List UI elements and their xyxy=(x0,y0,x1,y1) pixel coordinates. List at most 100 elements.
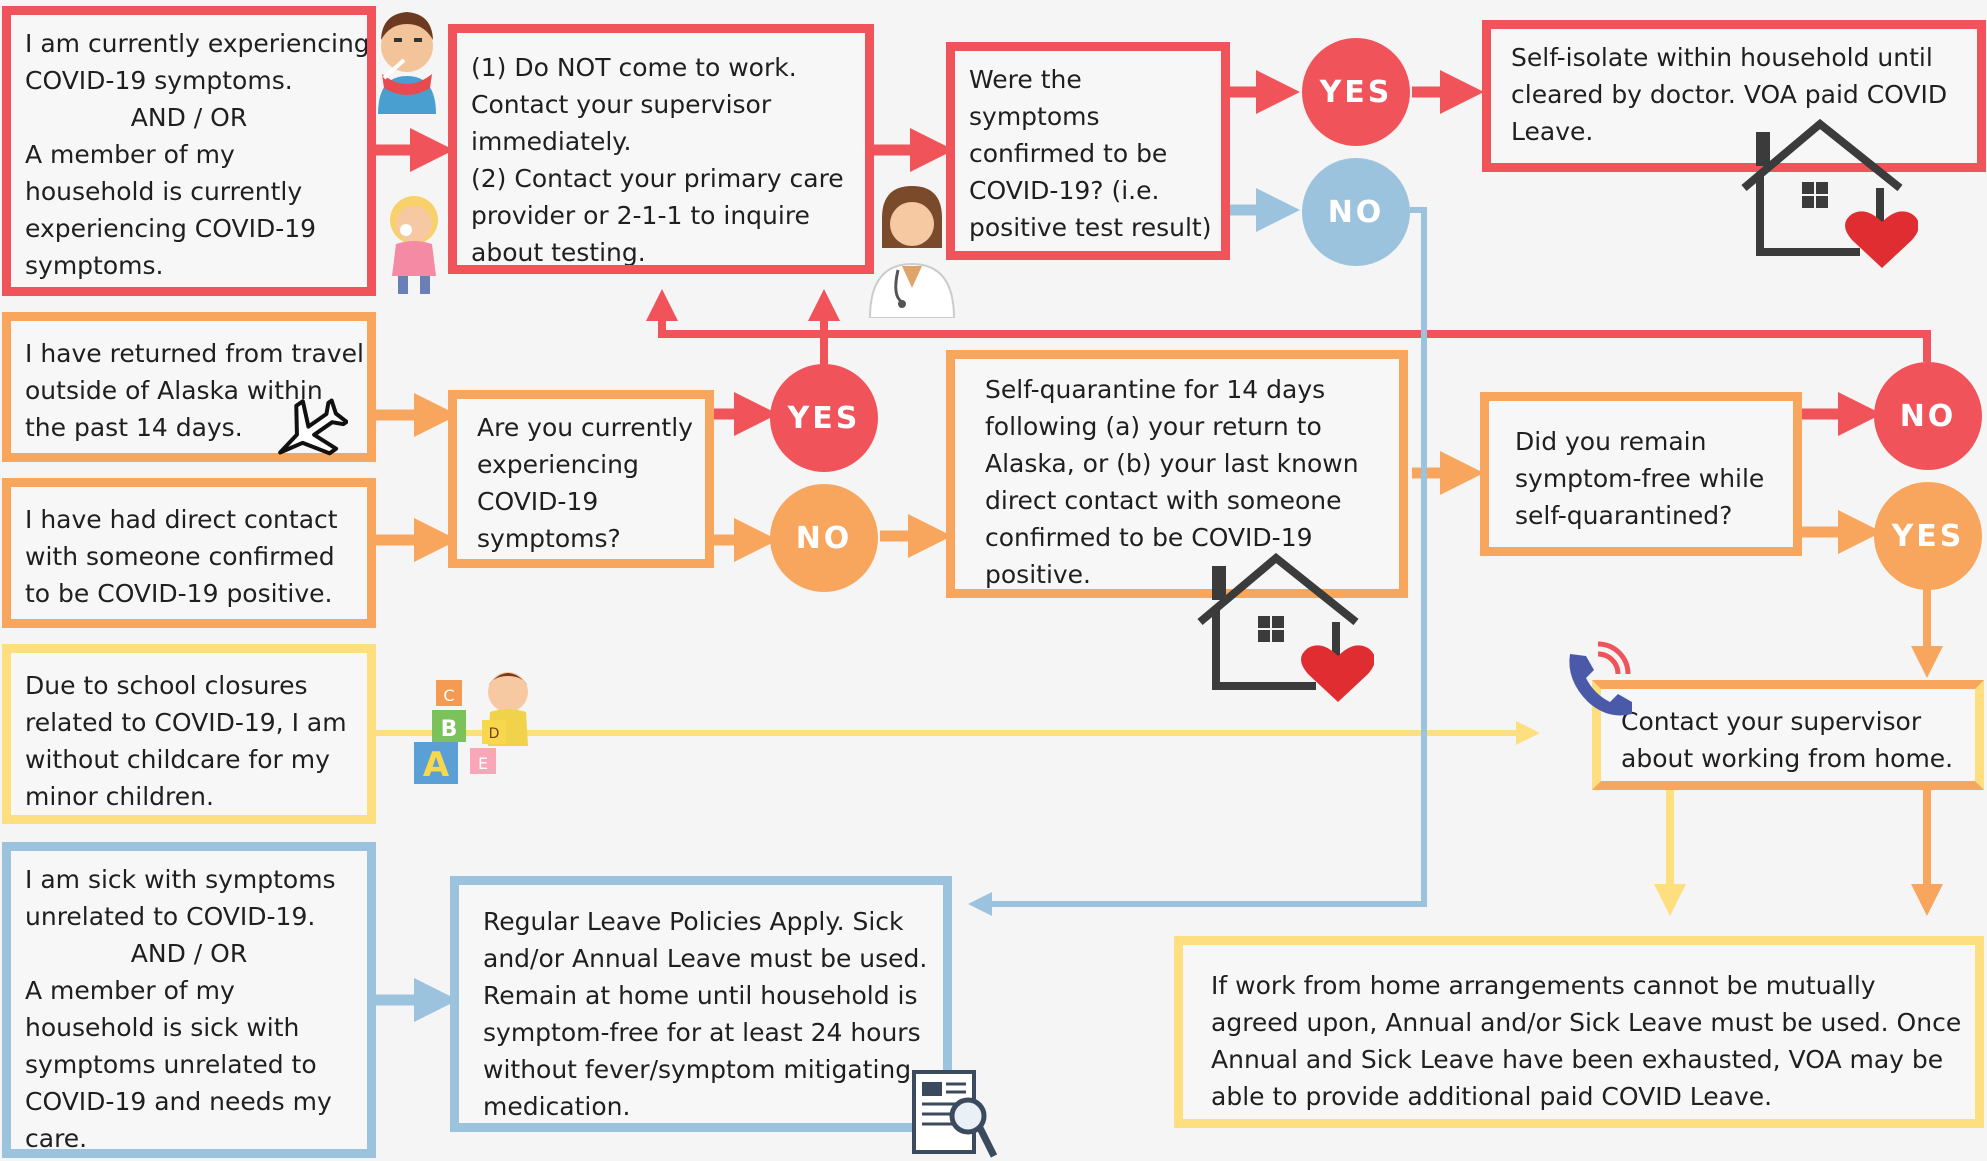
instructions-box: (1) Do NOT come to work. Contact your su… xyxy=(448,24,874,274)
experiencing-question-box: Are you currently experiencing COVID-19 … xyxy=(448,390,714,568)
regular-leave-box: Regular Leave Policies Apply. Sick and/o… xyxy=(450,876,952,1132)
noagree-text-3: Annual and Sick Leave have been exhauste… xyxy=(1211,1045,1944,1074)
symptomfree-text-1: Did you remain xyxy=(1515,427,1707,456)
experiencing-text-1: Are you currently xyxy=(477,413,693,442)
confirmed-text-5: positive test result) xyxy=(969,213,1212,242)
confirmed-yes-label: YES xyxy=(1319,74,1393,110)
wfh-text-2: about working from home. xyxy=(1621,744,1954,773)
confirmed-yes-circle: YES xyxy=(1302,38,1410,146)
experiencing-yes-circle: YES xyxy=(770,364,878,472)
confirmed-question-box: Were the symptoms confirmed to be COVID-… xyxy=(946,42,1230,260)
experiencing-text-3: COVID-19 xyxy=(477,487,599,516)
symptomfree-no-label: NO xyxy=(1899,398,1957,434)
work-from-home-box: Contact your supervisor about working fr… xyxy=(1592,680,1984,790)
self-isolate-box: Self-isolate within household until clea… xyxy=(1482,20,1986,172)
symptoms-text-4: A member of my xyxy=(25,140,235,169)
symptom-free-question-box: Did you remain symptom-free while self-q… xyxy=(1480,392,1802,556)
sick-text-1: I am sick with symptoms xyxy=(25,865,336,894)
loop-back-line xyxy=(646,289,1931,362)
experiencing-no-label: NO xyxy=(795,520,853,556)
regular-text-1: Regular Leave Policies Apply. Sick xyxy=(483,907,904,936)
quarantine-text-3: Alaska, or (b) your last known xyxy=(985,449,1359,478)
symptoms-and-or: AND / OR xyxy=(130,103,248,132)
contact-box: I have had direct contact with someone c… xyxy=(2,478,376,628)
instructions-text-4: (2) Contact your primary care xyxy=(471,164,844,193)
sick-man-icon xyxy=(378,12,436,114)
instructions-text-5: provider or 2-1-1 to inquire xyxy=(471,201,810,230)
travel-text-1: I have returned from travel xyxy=(25,339,364,368)
block-letter-c: C xyxy=(443,686,454,705)
experiencing-text-4: symptoms? xyxy=(477,524,621,553)
symptoms-text-2: COVID-19 symptoms. xyxy=(25,66,293,95)
symptoms-text-5: household is currently xyxy=(25,177,303,206)
symptoms-text-1: I am currently experiencing xyxy=(25,29,370,58)
quarantine-text-4: direct contact with someone xyxy=(985,486,1342,515)
airplane-icon xyxy=(278,398,348,456)
no-agreement-box: If work from home arrangements cannot be… xyxy=(1174,936,1984,1128)
instructions-text-3: immediately. xyxy=(471,127,632,156)
symptoms-text-7: symptoms. xyxy=(25,251,164,280)
arrow-no-down-to-regular-leave xyxy=(968,207,1427,916)
confirmed-text-2: symptoms xyxy=(969,102,1100,131)
instructions-text-6: about testing. xyxy=(471,238,646,267)
experiencing-text-2: experiencing xyxy=(477,450,639,479)
confirmed-text-4: COVID-19? (i.e. xyxy=(969,176,1160,205)
school-text-2: related to COVID-19, I am xyxy=(25,708,347,737)
experiencing-no-circle: NO xyxy=(770,484,878,592)
block-letter-e: E xyxy=(478,754,488,773)
contact-text-2: with someone confirmed xyxy=(25,542,335,571)
quarantine-box: Self-quarantine for 14 days following (a… xyxy=(946,350,1408,598)
block-letter-d: D xyxy=(489,726,500,742)
isolate-text-3: Leave. xyxy=(1511,117,1594,146)
sick-text-6: symptoms unrelated to xyxy=(25,1050,317,1079)
isolate-text-2: cleared by doctor. VOA paid COVID xyxy=(1511,80,1948,109)
school-text-1: Due to school closures xyxy=(25,671,308,700)
symptoms-box: I am currently experiencing COVID-19 sym… xyxy=(2,6,376,296)
noagree-text-2: agreed upon, Annual and/or Sick Leave mu… xyxy=(1211,1008,1962,1037)
regular-text-4: symptom-free for at least 24 hours xyxy=(483,1018,921,1047)
travel-text-3: the past 14 days. xyxy=(25,413,243,442)
symptomfree-no-circle: NO xyxy=(1874,362,1982,470)
school-box: Due to school closures related to COVID-… xyxy=(2,644,376,824)
isolate-text-1: Self-isolate within household until xyxy=(1511,43,1933,72)
confirmed-no-circle: NO xyxy=(1302,158,1410,266)
house-heart-icon-middle xyxy=(1197,552,1374,702)
regular-text-2: and/or Annual Leave must be used. xyxy=(483,944,928,973)
confirmed-no-label: NO xyxy=(1327,194,1385,230)
block-letter-b: B xyxy=(441,717,458,742)
quarantine-text-1: Self-quarantine for 14 days xyxy=(985,375,1326,404)
sick-text-2: unrelated to COVID-19. xyxy=(25,902,316,931)
noagree-text-1: If work from home arrangements cannot be… xyxy=(1211,971,1876,1000)
quarantine-text-2: following (a) your return to xyxy=(985,412,1322,441)
block-letter-a: A xyxy=(423,745,450,785)
school-text-4: minor children. xyxy=(25,782,214,811)
contact-text-3: to be COVID-19 positive. xyxy=(25,579,333,608)
sick-text-7: COVID-19 and needs my xyxy=(25,1087,332,1116)
regular-text-5: without fever/symptom mitigating xyxy=(483,1055,912,1084)
instructions-text-1: (1) Do NOT come to work. xyxy=(471,53,797,82)
travel-text-2: outside of Alaska within xyxy=(25,376,323,405)
regular-text-3: Remain at home until household is xyxy=(483,981,918,1010)
symptomfree-text-2: symptom-free while xyxy=(1515,464,1765,493)
confirmed-text-1: Were the xyxy=(969,65,1082,94)
symptomfree-yes-circle: YES xyxy=(1874,482,1982,590)
school-text-3: without childcare for my xyxy=(25,745,330,774)
symptoms-text-6: experiencing COVID-19 xyxy=(25,214,317,243)
sick-text-8: care. xyxy=(25,1124,88,1153)
sick-text-4: A member of my xyxy=(25,976,235,1005)
sick-and-or: AND / OR xyxy=(130,939,248,968)
kid-abc-blocks-icon: A B C D E xyxy=(414,672,528,785)
house-heart-icon-top xyxy=(1741,118,1918,268)
sick-text-5: household is sick with xyxy=(25,1013,300,1042)
document-magnifier-icon xyxy=(912,1070,998,1158)
experiencing-yes-label: YES xyxy=(787,400,861,436)
symptomfree-yes-label: YES xyxy=(1891,518,1965,554)
contact-text-1: I have had direct contact xyxy=(25,505,338,534)
noagree-text-4: able to provide additional paid COVID Le… xyxy=(1211,1082,1773,1111)
symptomfree-text-3: self-quarantined? xyxy=(1515,501,1733,530)
quarantine-text-5: confirmed to be COVID-19 xyxy=(985,523,1313,552)
phone-ringing-icon xyxy=(1569,641,1632,716)
wfh-text-1: Contact your supervisor xyxy=(1621,707,1922,736)
sick-unrelated-box: I am sick with symptoms unrelated to COV… xyxy=(2,842,376,1158)
